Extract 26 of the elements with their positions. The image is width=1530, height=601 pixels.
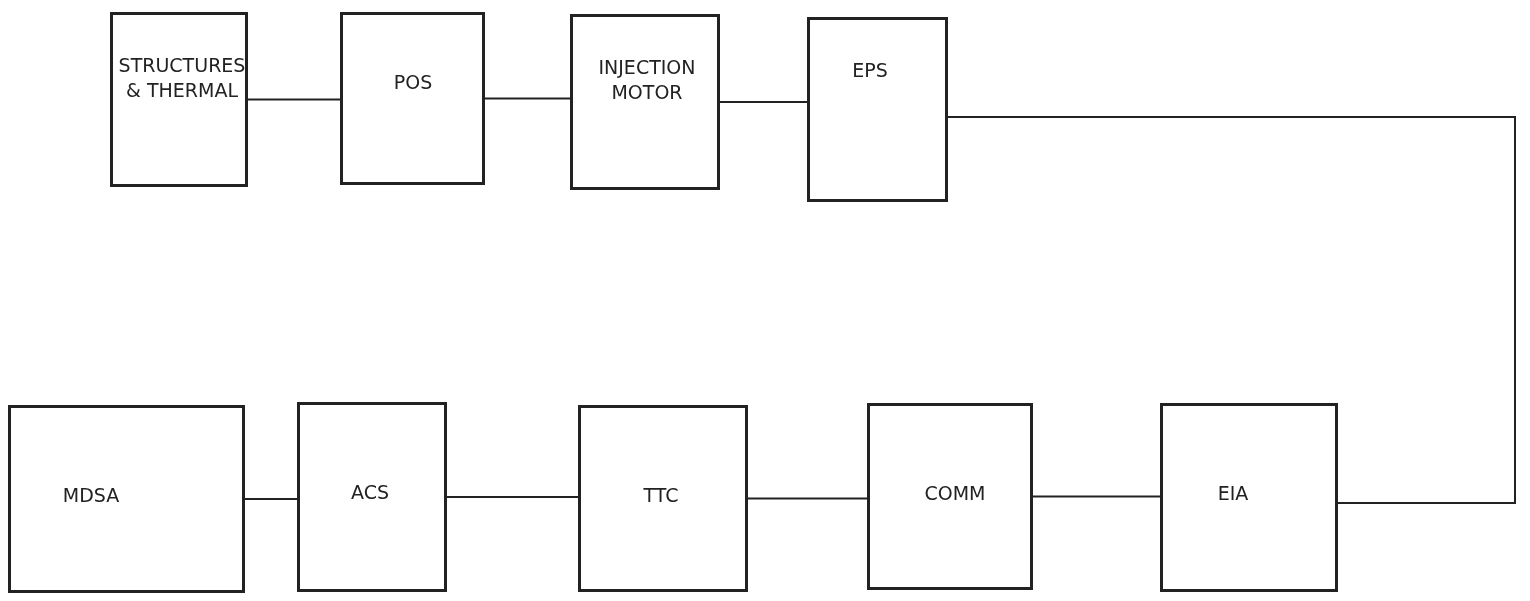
box-label: EIA — [1216, 481, 1250, 506]
box-label: EPS — [851, 58, 889, 83]
connector-line — [247, 98, 341, 101]
process-box — [867, 403, 1033, 590]
connector-line — [1032, 495, 1161, 498]
box-label: ACS — [350, 480, 390, 505]
box-label: INJECTION MOTOR — [597, 55, 697, 105]
process-box — [578, 405, 748, 592]
box-label: MDSA — [61, 483, 121, 508]
connector-line — [446, 496, 579, 498]
box-label: STRUCTURES & THERMAL — [117, 53, 247, 103]
box-label: COMM — [923, 481, 987, 506]
process-box — [297, 402, 447, 592]
process-box — [8, 405, 245, 593]
connector-line — [947, 116, 1516, 504]
process-box — [1160, 403, 1338, 592]
process-box — [110, 12, 248, 187]
process-box — [807, 17, 948, 202]
connector-line — [719, 101, 808, 103]
connector-line — [244, 498, 298, 500]
connector-line — [484, 97, 571, 100]
connector-line — [747, 497, 868, 500]
box-label: POS — [392, 70, 434, 95]
process-box — [570, 14, 720, 190]
process-box — [340, 12, 485, 185]
box-label: TTC — [642, 483, 680, 508]
